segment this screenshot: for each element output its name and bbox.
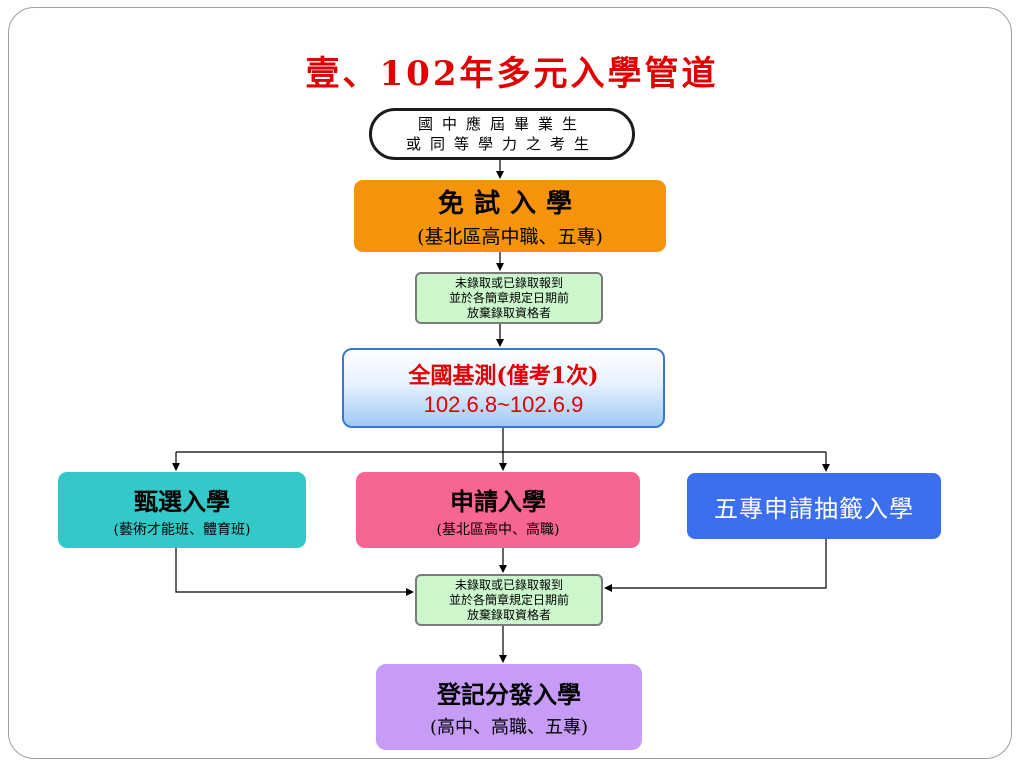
note-line-2: 並於各簡章規定日期前	[448, 290, 569, 305]
five-year-lottery-box: 五專申請抽籤入學	[687, 473, 941, 539]
exam-dates: 102.6.8~102.6.9	[423, 392, 584, 417]
arrow-five-year-to-note	[604, 539, 827, 592]
page-title: 壹、102年多元入學管道	[305, 54, 719, 94]
note-line-1: 未錄取或已錄取報到	[454, 577, 563, 592]
application-admission-box: 申請入學 (基北區高中、高職)	[356, 472, 640, 548]
recommend-admission-box: 甄選入學 (藝術才能班、體育班)	[58, 472, 306, 548]
condition-note-top: 未錄取或已錄取報到 並於各簡章規定日期前 放棄錄取資格者	[415, 272, 603, 324]
allocation-subtitle: (高中、高職、五專)	[429, 717, 589, 738]
national-exam-box: 全國基測(僅考1次) 102.6.8~102.6.9	[342, 348, 665, 428]
exempt-subtitle: (基北區高中職、五專)	[417, 226, 603, 248]
apply-title: 申請入學	[450, 486, 546, 516]
note-line-1: 未錄取或已錄取報到	[454, 275, 563, 290]
note-line-2: 並於各簡章規定日期前	[448, 592, 569, 607]
recommend-title: 甄選入學	[134, 486, 230, 516]
allocation-title: 登記分發入學	[437, 680, 581, 709]
note-line-3: 放棄錄取資格者	[466, 607, 551, 622]
arrow-recommend-to-note	[175, 548, 414, 596]
exempt-title: 免試入學	[437, 189, 582, 219]
start-node-students: 國中應屆畢業生 或同等學力之考生	[369, 108, 635, 160]
exempt-admission-box: 免試入學 (基北區高中職、五專)	[354, 180, 666, 252]
note-line-3: 放棄錄取資格者	[466, 305, 551, 320]
start-line-2: 或同等學力之考生	[405, 135, 598, 153]
recommend-subtitle: (藝術才能班、體育班)	[113, 521, 251, 538]
apply-subtitle: (基北區高中、高職)	[436, 521, 560, 538]
five-year-title: 五專申請抽籤入學	[714, 494, 914, 523]
start-line-1: 國中應屆畢業生	[417, 115, 586, 133]
allocation-admission-box: 登記分發入學 (高中、高職、五專)	[376, 664, 642, 750]
exam-title: 全國基測(僅考1次)	[408, 363, 599, 389]
condition-note-bottom: 未錄取或已錄取報到 並於各簡章規定日期前 放棄錄取資格者	[415, 574, 603, 626]
